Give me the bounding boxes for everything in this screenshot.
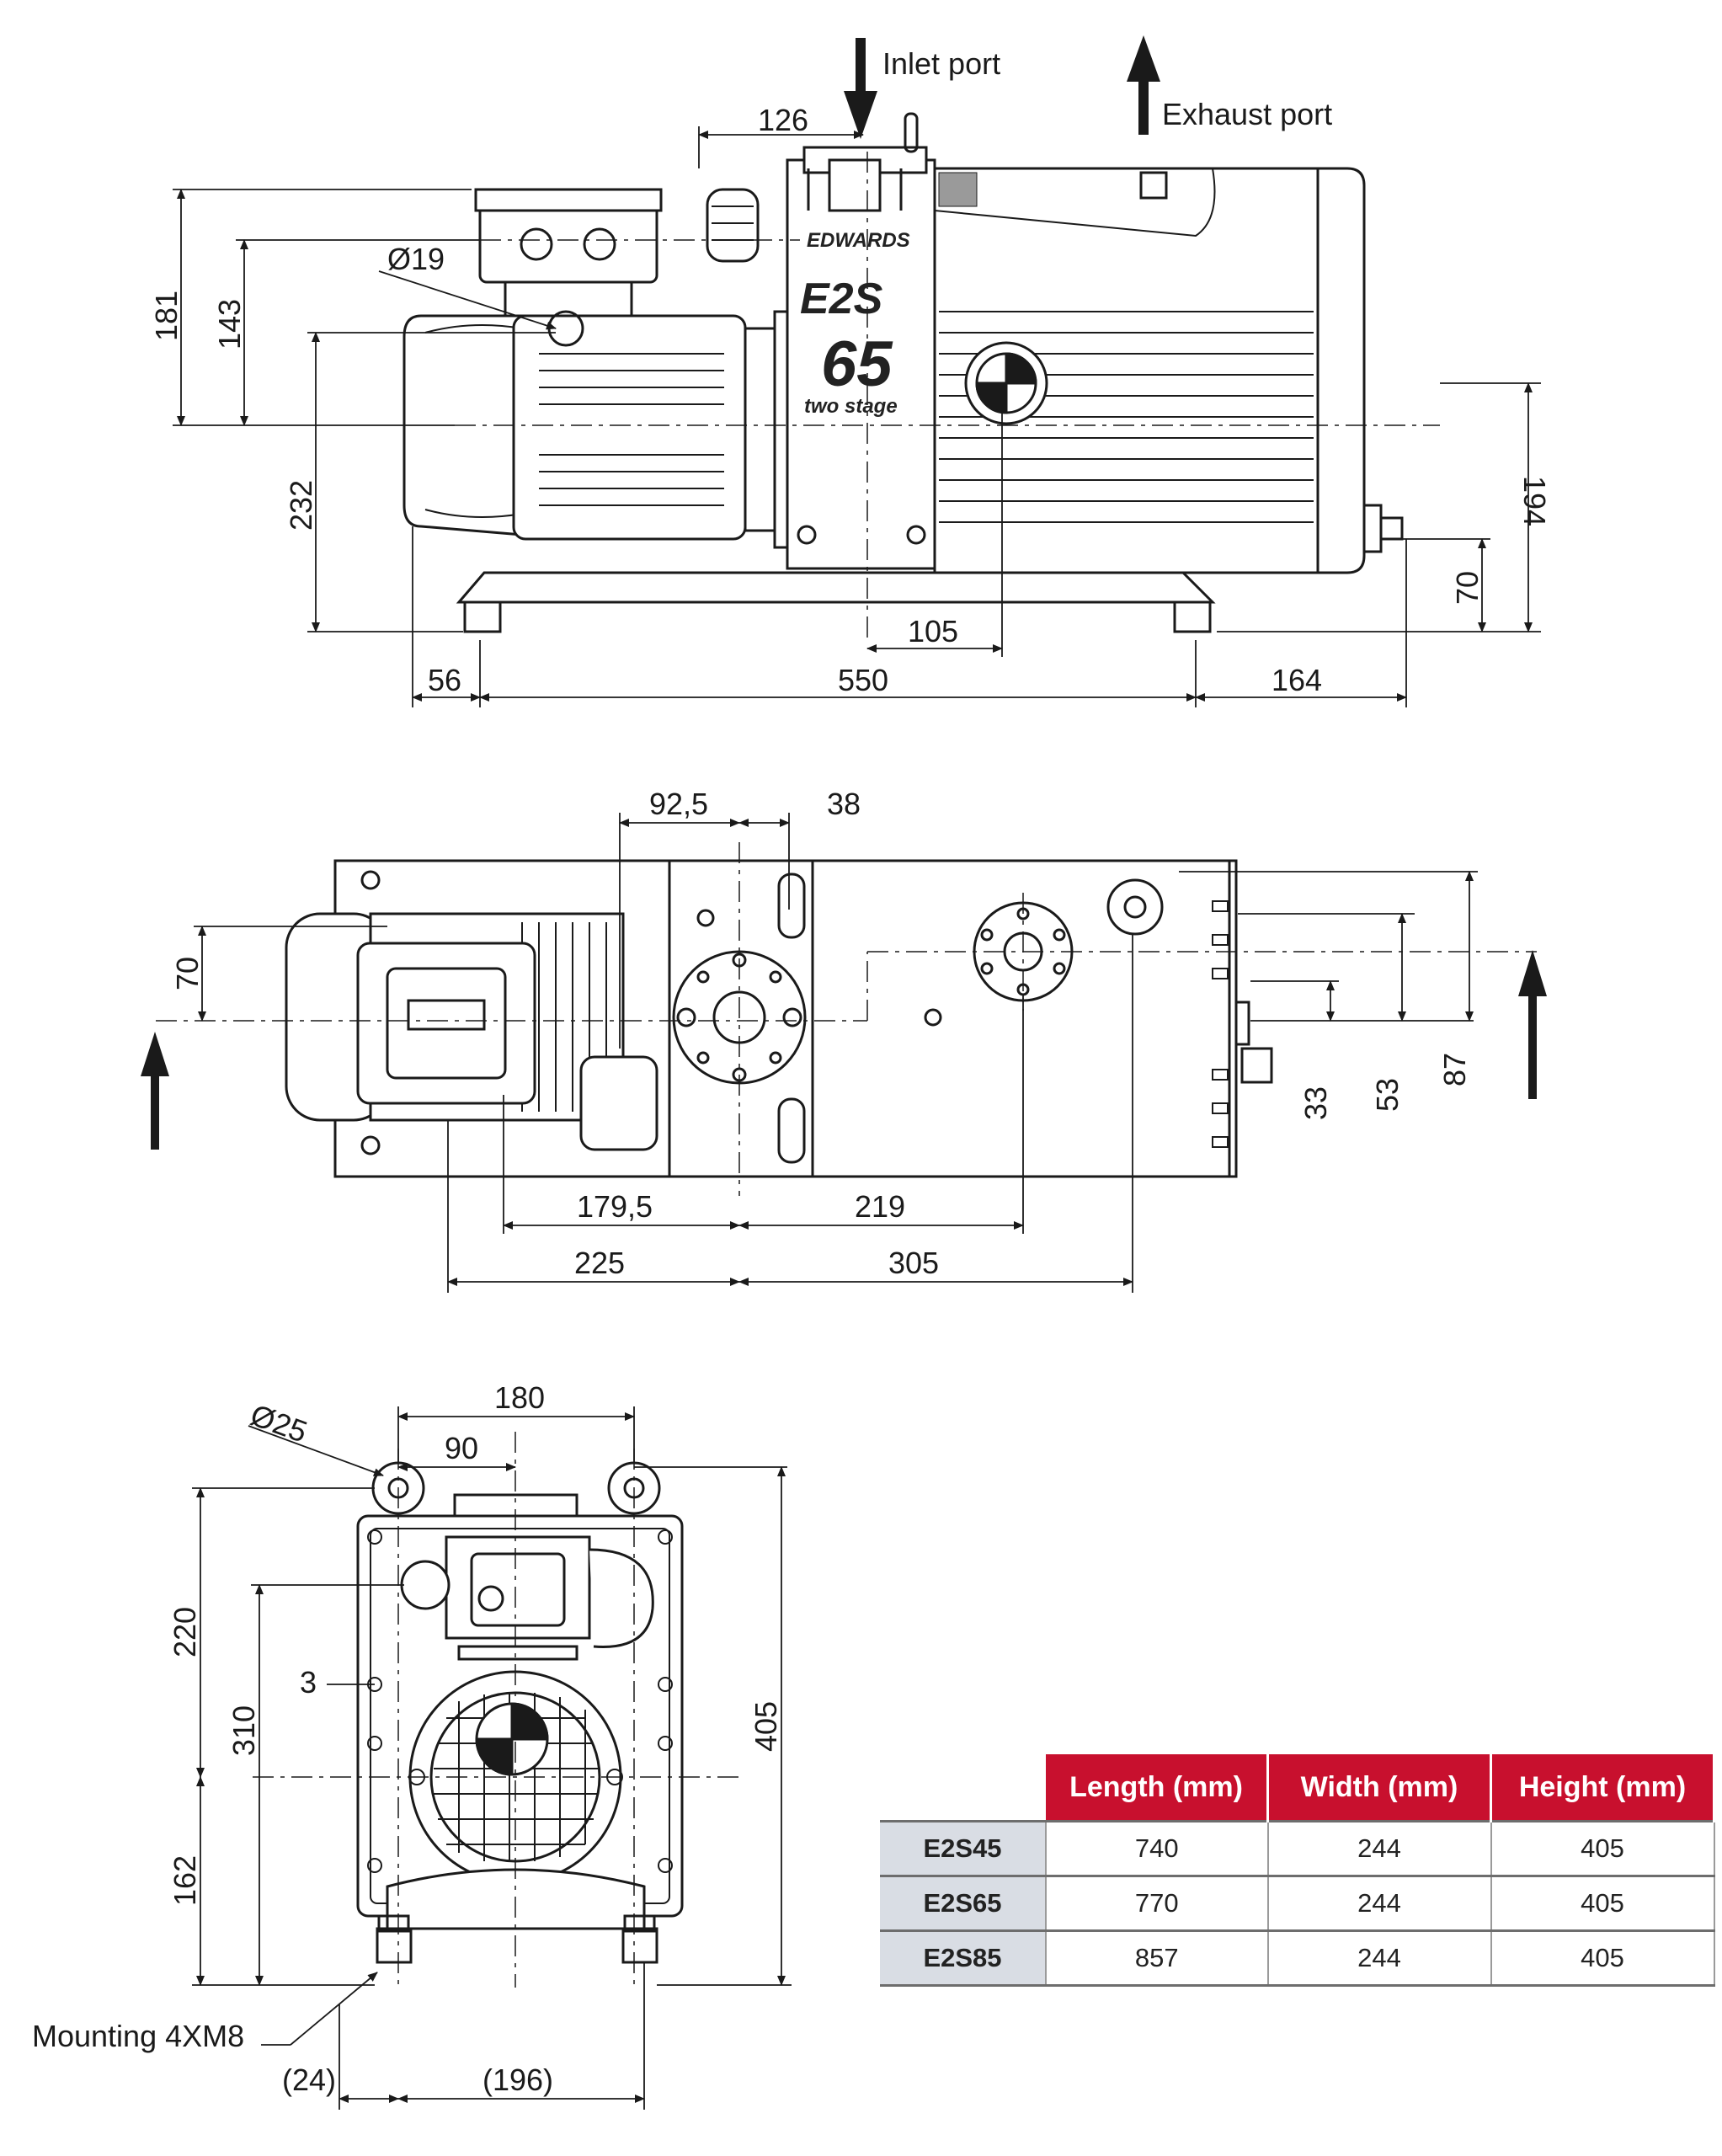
svg-text:(196): (196) (482, 2063, 553, 2097)
svg-text:310: 310 (227, 1705, 261, 1756)
svg-text:220: 220 (168, 1607, 202, 1657)
spec-table: Length (mm) Width (mm) Height (mm) E2S45… (880, 1754, 1715, 1987)
svg-text:(24): (24) (282, 2063, 336, 2097)
svg-text:92,5: 92,5 (649, 787, 708, 821)
front-view-dimensions (192, 1406, 792, 2110)
foot-right (1173, 600, 1212, 633)
height-cell: 405 (1490, 1820, 1715, 1877)
width-cell: 244 (1267, 1930, 1492, 1987)
pump-head-block (786, 158, 936, 570)
cable-gland-2 (583, 227, 616, 261)
svg-text:181: 181 (149, 291, 184, 341)
svg-text:87: 87 (1437, 1053, 1472, 1086)
height-cell: 405 (1490, 1930, 1715, 1987)
oil-box (933, 167, 1366, 574)
model-number: 65 (821, 328, 893, 400)
model-cell: E2S45 (880, 1820, 1047, 1877)
svg-text:33: 33 (1298, 1086, 1333, 1120)
svg-text:405: 405 (749, 1701, 783, 1752)
svg-text:194: 194 (1517, 476, 1552, 526)
width-cell: 244 (1267, 1820, 1492, 1877)
svg-text:180: 180 (494, 1380, 545, 1415)
side-view-logos: EDWARDS E2S 65 two stage (800, 229, 910, 418)
svg-text:90: 90 (445, 1431, 478, 1465)
side-view-dimensions (173, 126, 1541, 707)
svg-text:164: 164 (1272, 663, 1322, 697)
svg-text:143: 143 (212, 299, 247, 350)
inlet-port-label: Inlet port (882, 46, 1000, 81)
svg-text:38: 38 (827, 787, 861, 821)
gas-ballast-knob (706, 188, 760, 263)
top-view (156, 842, 1537, 1196)
header-length: Length (mm) (1046, 1754, 1269, 1822)
front-terminal-box (445, 1535, 591, 1640)
svg-text:105: 105 (908, 614, 958, 648)
svg-text:126: 126 (758, 103, 808, 137)
svg-text:53: 53 (1370, 1078, 1405, 1112)
svg-text:305: 305 (888, 1246, 939, 1280)
header-width: Width (mm) (1267, 1754, 1492, 1822)
top-view-dim-labels: 92,5 38 70 33 53 87 179,5 219 225 305 (170, 787, 1472, 1280)
svg-text:56: 56 (428, 663, 461, 697)
model-logo: E2S (800, 275, 883, 323)
svg-text:3: 3 (300, 1665, 317, 1700)
exhaust-section (938, 172, 978, 207)
length-cell: 857 (1046, 1930, 1269, 1987)
height-cell: 405 (1490, 1876, 1715, 1932)
spec-table-header-row: Length (mm) Width (mm) Height (mm) (880, 1754, 1715, 1822)
svg-text:550: 550 (838, 663, 888, 697)
cable-gland-1 (520, 227, 553, 261)
front-view (253, 1432, 741, 1988)
spec-table-corner (880, 1754, 1046, 1822)
model-cell: E2S85 (880, 1930, 1047, 1987)
inlet-arrow (856, 38, 866, 93)
header-height: Height (mm) (1490, 1754, 1715, 1822)
top-view-dimensions (194, 813, 1478, 1293)
base-plate (456, 571, 1216, 604)
mounting-label: Mounting 4XM8 (32, 2019, 244, 2053)
top-gas-ballast (579, 1055, 658, 1151)
svg-text:225: 225 (574, 1246, 625, 1280)
model-cell: E2S65 (880, 1876, 1047, 1932)
length-cell: 740 (1046, 1820, 1269, 1877)
foot-left (463, 600, 502, 633)
svg-text:Ø19: Ø19 (387, 242, 445, 276)
top-view-arrows (141, 950, 1547, 1150)
side-view (403, 112, 1440, 640)
front-view-dim-labels: Ø25 180 90 220 3 310 405 162 (24) (196) … (32, 1380, 783, 2097)
table-row: E2S85 857 244 405 (880, 1930, 1715, 1987)
svg-text:219: 219 (855, 1189, 905, 1224)
table-row: E2S45 740 244 405 (880, 1820, 1715, 1877)
svg-text:179,5: 179,5 (577, 1189, 653, 1224)
exhaust-arrow (1138, 80, 1149, 135)
brand-logo: EDWARDS (807, 229, 910, 252)
svg-text:70: 70 (170, 957, 205, 990)
width-cell: 244 (1267, 1876, 1492, 1932)
svg-text:70: 70 (1450, 571, 1485, 605)
length-cell: 770 (1046, 1876, 1269, 1932)
front-foot-left (376, 1927, 413, 1964)
exhaust-port-label: Exhaust port (1162, 97, 1332, 131)
svg-text:Ø25: Ø25 (246, 1397, 312, 1449)
svg-text:232: 232 (284, 480, 318, 531)
top-oil-filler (1106, 878, 1164, 936)
table-row: E2S65 770 244 405 (880, 1876, 1715, 1932)
model-tag: two stage (804, 395, 898, 418)
front-foot-right (621, 1927, 658, 1964)
svg-text:162: 162 (168, 1855, 202, 1906)
port-arrows (844, 35, 1160, 139)
side-view-dim-labels: 126 181 143 Ø19 232 194 70 105 56 550 16… (149, 103, 1552, 697)
